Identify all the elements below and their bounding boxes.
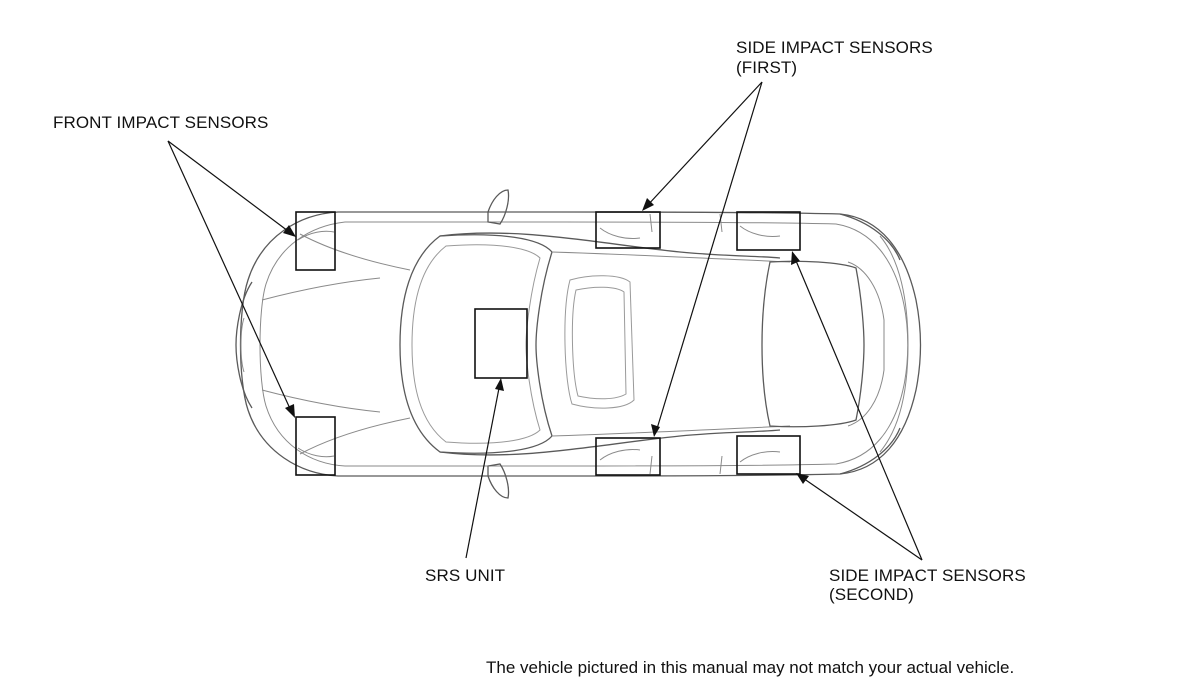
side-impact-sensors-second-sublabel: (SECOND) bbox=[829, 585, 914, 604]
front-impact-sensor-right bbox=[295, 416, 336, 476]
front-impact-sensors-label: FRONT IMPACT SENSORS bbox=[53, 113, 269, 132]
side-impact-sensor-first-lower bbox=[595, 437, 661, 476]
vehicle-outline bbox=[235, 189, 922, 499]
side-impact-sensors-second-label: SIDE IMPACT SENSORS bbox=[829, 566, 1026, 585]
side-impact-sensors-first-sublabel: (FIRST) bbox=[736, 58, 798, 77]
side-impact-sensor-second-upper bbox=[736, 211, 801, 251]
leader-lines bbox=[167, 81, 923, 561]
srs-unit-label: SRS UNIT bbox=[425, 566, 506, 585]
vehicle-disclaimer-note: The vehicle pictured in this manual may … bbox=[486, 658, 1015, 677]
srs-unit-box bbox=[474, 308, 528, 379]
side-impact-sensor-second-lower bbox=[736, 435, 801, 475]
side-impact-sensor-first-upper bbox=[595, 211, 661, 249]
side-impact-sensors-first-label: SIDE IMPACT SENSORS bbox=[736, 38, 933, 57]
front-impact-sensor-left bbox=[295, 211, 336, 271]
